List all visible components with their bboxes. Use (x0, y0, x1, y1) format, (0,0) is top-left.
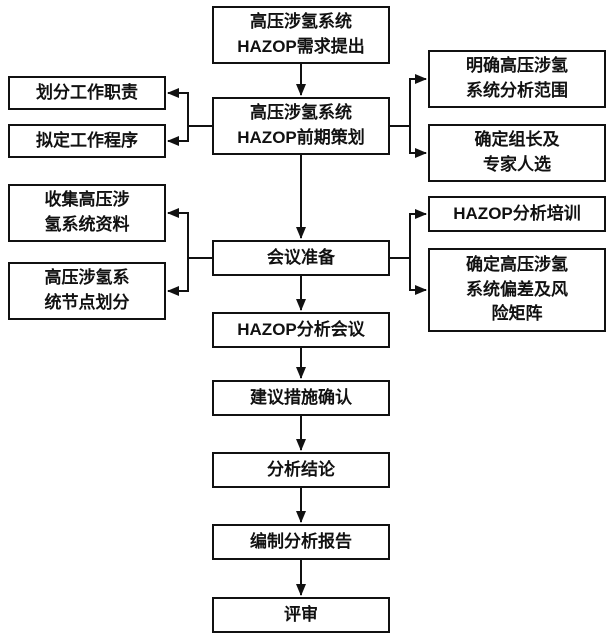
flow-node-node-division: 高压涉氢系 统节点划分 (8, 262, 166, 320)
flow-node-hazop-demand: 高压涉氢系统 HAZOP需求提出 (212, 6, 390, 64)
flow-node-work-procedure: 拟定工作程序 (8, 124, 166, 158)
flow-node-conclusion: 分析结论 (212, 452, 390, 488)
flow-node-work-duties: 划分工作职责 (8, 76, 166, 110)
flow-node-hazop-planning: 高压涉氢系统 HAZOP前期策划 (212, 97, 390, 155)
flow-node-meeting-prep: 会议准备 (212, 240, 390, 276)
flow-node-analysis-scope: 明确高压涉氢 系统分析范围 (428, 50, 606, 108)
flow-node-hazop-training: HAZOP分析培训 (428, 196, 606, 232)
flow-node-review: 评审 (212, 597, 390, 633)
flow-node-report: 编制分析报告 (212, 524, 390, 560)
flow-node-deviation-risk-matrix: 确定高压涉氢 系统偏差及风 险矩阵 (428, 248, 606, 332)
flow-node-leader-experts: 确定组长及 专家人选 (428, 124, 606, 182)
flow-node-collect-data: 收集高压涉 氢系统资料 (8, 184, 166, 242)
flow-node-hazop-meeting: HAZOP分析会议 (212, 312, 390, 348)
flow-node-measures-confirm: 建议措施确认 (212, 380, 390, 416)
